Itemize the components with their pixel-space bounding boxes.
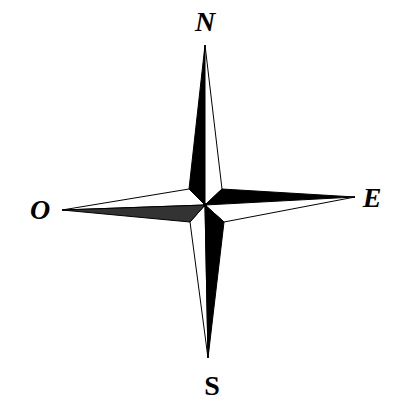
compass-direction-label: O: [30, 196, 50, 224]
compass-direction-label: N: [195, 8, 215, 36]
compass-direction-label: E: [363, 184, 382, 212]
compass-direction-label: S: [204, 372, 220, 400]
